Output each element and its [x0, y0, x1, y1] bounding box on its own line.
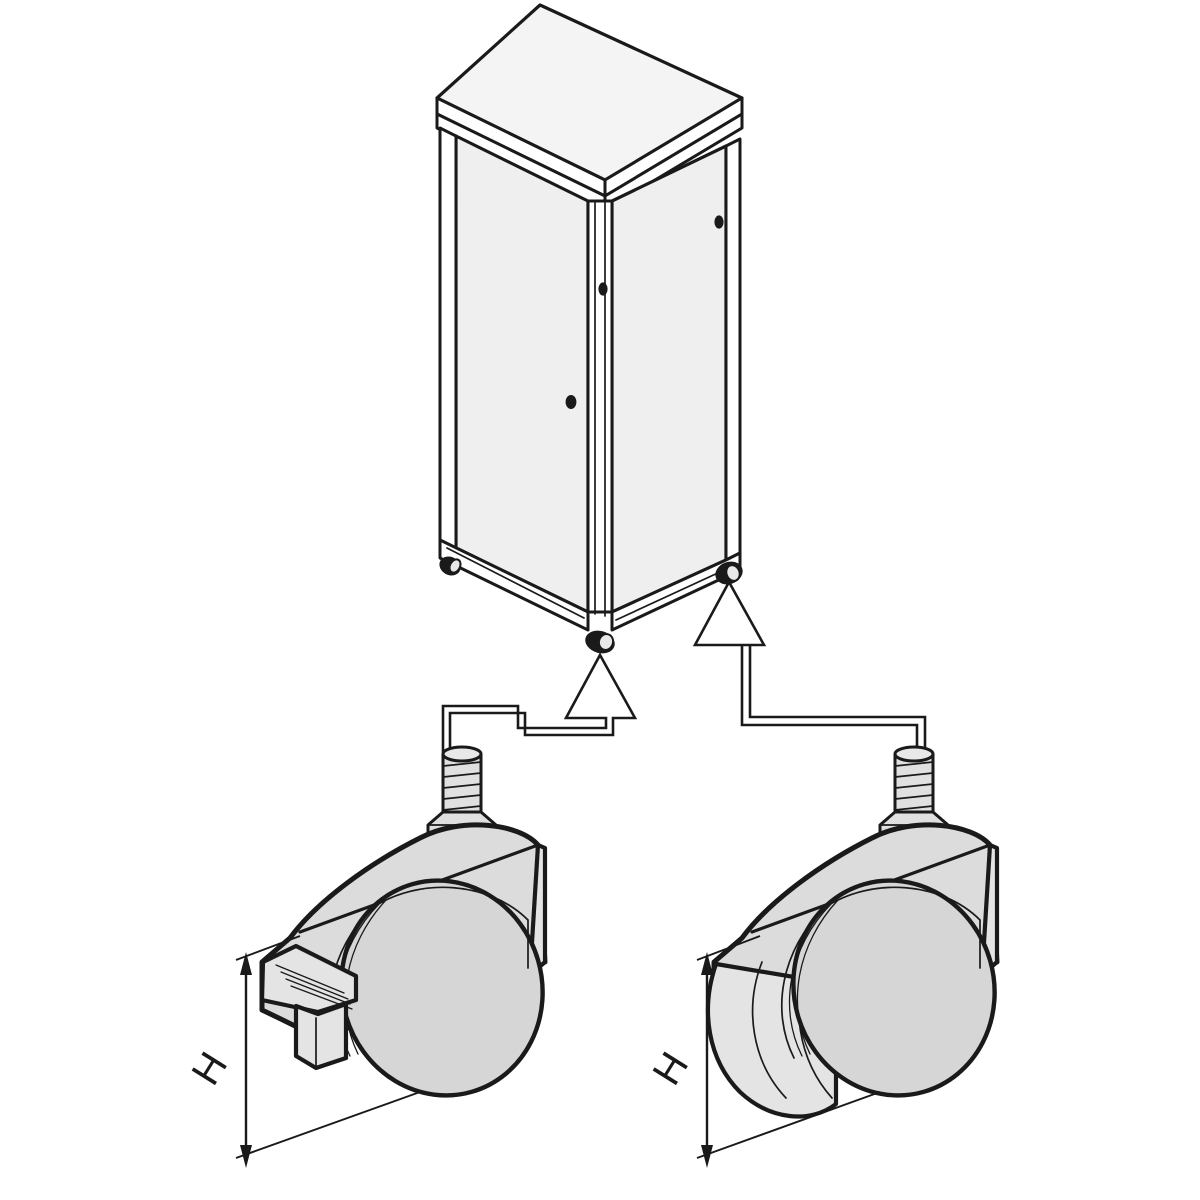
caster-detail-plain: H — [645, 745, 1000, 1168]
cabinet-left-frame-stile — [438, 126, 458, 550]
dimension-extension-bottom-left — [235, 1091, 421, 1159]
caster-stem-left — [441, 745, 483, 826]
caster-height-label-right: H — [645, 1045, 698, 1093]
cabinet-left-rail-inner-line — [446, 547, 585, 619]
dimension-arrowhead-down-right — [701, 1145, 713, 1168]
door-fastener-icon — [714, 215, 724, 229]
caster-detail-braked: H — [184, 745, 548, 1168]
caster-wheel-top-arc-right — [823, 886, 981, 969]
cabinet-left-side-panel — [454, 134, 590, 614]
brake-pedal — [259, 943, 359, 1071]
door-fastener-icon — [565, 395, 577, 409]
dimension-arrowhead-down-left — [240, 1145, 252, 1168]
callout-arrow-right — [692, 579, 927, 753]
cabinet-corner-post — [586, 199, 614, 614]
callout-arrow-left — [441, 652, 638, 753]
cabinet-base-caster-right — [715, 561, 743, 585]
cabinet-front-door-panel — [610, 144, 728, 614]
brake-pedal-mount — [293, 1001, 349, 1071]
door-fastener-icon — [598, 282, 608, 296]
dimension-arrowhead-up-right — [701, 952, 713, 975]
cabinet-right-rail-inner-line — [615, 565, 734, 621]
caster-wheel-top-arc-left — [371, 886, 529, 969]
dimension-extension-bottom-right — [696, 1091, 881, 1159]
door-fastener-group — [565, 215, 724, 409]
cabinet-right-frame-stile — [724, 137, 742, 562]
cabinet-base-caster-front — [585, 630, 615, 654]
caster-height-label-left: H — [184, 1045, 237, 1093]
dimension-arrowhead-up-left — [240, 952, 252, 975]
cabinet-base-caster-left — [439, 556, 462, 576]
rack-cabinet — [435, 3, 744, 654]
caster-wheel-rim-right — [780, 907, 825, 1059]
